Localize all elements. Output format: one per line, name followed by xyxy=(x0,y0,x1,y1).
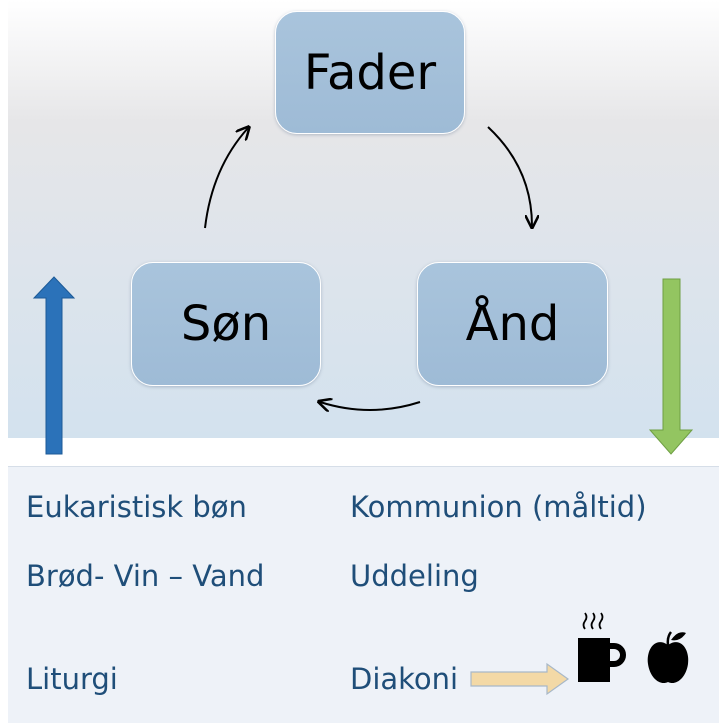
arrow-and-to-son xyxy=(320,402,421,410)
coffee-cup-icon xyxy=(578,612,626,682)
text-uddeling: Uddeling xyxy=(350,559,479,593)
apple-icon xyxy=(647,631,689,684)
text-liturgi: Liturgi xyxy=(26,662,118,696)
node-fader: Fader xyxy=(275,11,465,134)
text-eukaristisk-bon: Eukaristisk bøn xyxy=(26,490,247,524)
node-fader-label: Fader xyxy=(303,44,437,101)
down-arrow xyxy=(648,278,694,455)
text-brod-vin-vand: Brød- Vin – Vand xyxy=(26,559,265,593)
arrow-fader-to-and xyxy=(487,126,532,226)
up-arrow xyxy=(32,276,76,455)
text-kommunion: Kommunion (måltid) xyxy=(350,490,647,524)
text-diakoni: Diakoni xyxy=(350,662,459,696)
diakoni-arrow xyxy=(470,662,570,696)
node-son-label: Søn xyxy=(180,296,272,352)
arrow-son-to-fader xyxy=(204,128,248,229)
node-son: Søn xyxy=(131,262,321,386)
node-and-label: Ånd xyxy=(465,296,560,352)
node-and: Ånd xyxy=(417,262,608,386)
